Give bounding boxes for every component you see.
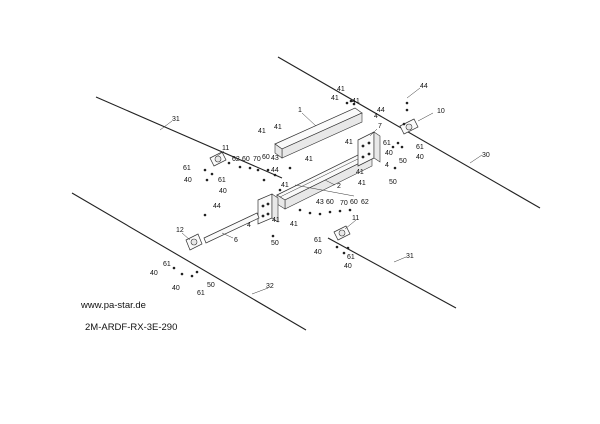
label-41: 41 — [272, 217, 280, 224]
label-40-lower: 40 — [172, 285, 180, 292]
label-61: 61 — [383, 140, 391, 147]
label-60: 60 — [326, 199, 334, 206]
label-44-right: 44 — [377, 107, 385, 114]
element-rod-31-upper-left — [95, 96, 283, 179]
mast-tube-part-6 — [203, 212, 260, 244]
label-30: 30 — [482, 152, 490, 159]
label-61: 61 — [416, 144, 424, 151]
label-12: 12 — [176, 227, 184, 234]
label-1: 1 — [298, 107, 302, 114]
label-41: 41 — [281, 182, 289, 189]
label-61: 61 — [314, 237, 322, 244]
label-31-lower: 31 — [406, 253, 414, 260]
label-31-upper: 31 — [172, 116, 180, 123]
label-50: 50 — [399, 158, 407, 165]
element-clamp-part-11-right — [333, 225, 351, 241]
label-44-center: 44 — [271, 167, 279, 174]
hardware-dots — [172, 99, 409, 278]
label-70: 70 — [340, 200, 348, 207]
label-40: 40 — [150, 270, 158, 277]
label-4: 4 — [385, 162, 389, 169]
label-41: 41 — [358, 180, 366, 187]
label-40: 40 — [416, 154, 424, 161]
drawing-number-caption: 2M-ARDF-RX-3E-290 — [85, 322, 178, 333]
label-40: 40 — [344, 263, 352, 270]
label-40: 40 — [385, 150, 393, 157]
element-clamp-part-12-left — [185, 233, 203, 251]
label-62: 62 — [232, 156, 240, 163]
element-clamp-part-11-left — [209, 151, 227, 167]
website-caption: www.pa-star.de — [81, 300, 146, 311]
label-7: 7 — [378, 123, 382, 130]
mounting-plate-part-7 — [357, 131, 381, 167]
label-61: 61 — [197, 290, 205, 297]
label-43: 43 — [316, 199, 324, 206]
label-61: 61 — [218, 177, 226, 184]
label-11-left: 11 — [222, 145, 229, 152]
label-60: 60 — [242, 156, 250, 163]
label-40: 40 — [184, 177, 192, 184]
label-32: 32 — [266, 283, 274, 290]
element-rod-31-lower-right — [327, 237, 457, 309]
label-40: 40 — [219, 188, 227, 195]
mounting-plate-part-4 — [257, 193, 279, 225]
leader-lines — [159, 87, 483, 295]
label-43: 43 — [271, 155, 279, 162]
element-clamp-part-10-right — [399, 118, 419, 135]
label-41: 41 — [305, 156, 313, 163]
label-41: 41 — [290, 221, 298, 228]
label-44-left: 44 — [213, 203, 221, 210]
label-50: 50 — [389, 179, 397, 186]
element-rod-32-lower-left — [71, 192, 307, 331]
label-41: 41 — [331, 95, 339, 102]
label-4: 4 — [247, 222, 251, 229]
label-40: 40 — [314, 249, 322, 256]
label-41: 41 — [274, 124, 282, 131]
label-41: 41 — [337, 86, 345, 93]
label-61: 61 — [163, 261, 171, 268]
label-6: 6 — [234, 237, 238, 244]
boom-part-2 — [276, 151, 373, 210]
label-10: 10 — [437, 108, 445, 115]
label-60: 60 — [350, 199, 358, 206]
label-11-right: 11 — [352, 215, 359, 222]
label-61: 61 — [183, 165, 191, 172]
label-50: 50 — [271, 240, 279, 247]
label-41: 41 — [345, 139, 353, 146]
element-rod-30-right — [277, 56, 541, 209]
label-44-top-right: 44 — [420, 83, 428, 90]
boom-part-1 — [274, 107, 363, 159]
label-70: 70 — [253, 156, 261, 163]
label-60: 60 — [262, 154, 270, 161]
label-41: 41 — [352, 98, 360, 105]
label-41: 41 — [356, 169, 364, 176]
label-4: 4 — [374, 113, 378, 120]
label-50: 50 — [207, 282, 215, 289]
label-41: 41 — [258, 128, 266, 135]
label-2: 2 — [337, 183, 341, 190]
label-62: 62 — [361, 199, 369, 206]
label-61: 61 — [347, 254, 355, 261]
